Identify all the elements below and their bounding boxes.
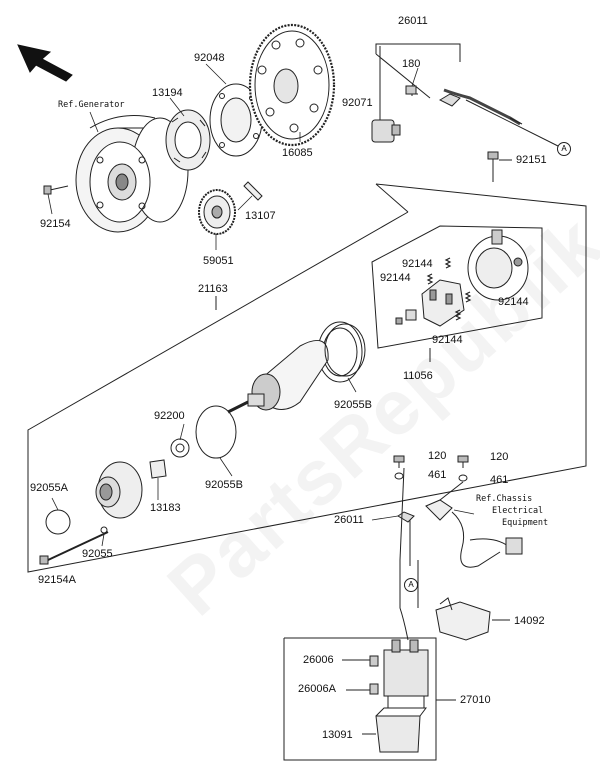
starter-end-cover [467,229,529,301]
ref-generator-note: Ref.Generator [58,100,125,110]
ref-chassis-note-3: Equipment [502,518,549,528]
relay-cable-26011 [397,467,523,641]
part-label-13091: 13091 [322,729,353,741]
starter-motor-box [27,183,587,573]
part-label-461-a: 461 [428,469,447,481]
part-label-26011-top: 26011 [398,15,428,27]
bolt-92154A [39,531,109,565]
part-label-92144-d: 92144 [432,334,463,346]
relay-box [283,637,456,761]
bolt-92154 [43,185,69,195]
brush-holder-box [371,225,543,362]
part-label-11056: 11056 [403,370,433,382]
plate-13183 [149,459,167,479]
part-label-92154A: 92154A [38,574,76,586]
clutch-plate-92048 [209,83,263,157]
part-label-92055A: 92055A [30,482,68,494]
part-label-59051: 59051 [203,255,234,267]
springs-92144 [426,257,472,321]
part-label-92144-c: 92144 [498,296,529,308]
part-label-13183: 13183 [150,502,181,514]
idle-gear-59051 [198,189,236,235]
part-label-26006A: 26006A [298,683,336,695]
part-label-92144-a: 92144 [402,258,433,270]
cable-assembly-26011 [371,43,563,149]
generator-rotor [75,115,189,233]
part-label-92200: 92200 [154,410,185,422]
part-label-27010: 27010 [460,694,491,706]
ref-chassis-note-2: Electrical [492,506,544,516]
o-ring-92055B-top [324,323,366,377]
shaft-13107 [243,181,263,201]
part-label-120-a: 120 [428,450,447,462]
part-label-92151: 92151 [516,154,547,166]
part-label-13194: 13194 [152,87,183,99]
starter-gear-16085 [248,23,336,147]
connector-marker-a-relay: A [404,578,418,592]
fuses-26006 [342,655,379,695]
relay-cover-14092 [435,597,510,641]
part-label-120-b: 120 [490,451,509,463]
part-label-180: 180 [402,58,421,70]
part-label-92154: 92154 [40,218,71,230]
starter-yoke [227,321,363,414]
part-label-26011-mid: 26011 [334,514,364,526]
leader-lines [47,63,475,547]
part-label-92071: 92071 [342,97,373,109]
washer-92200 [170,438,190,458]
part-label-92055B-top: 92055B [334,399,372,411]
part-label-92055B-bottom: 92055B [205,479,243,491]
starter-relay-27010 [383,639,429,708]
part-label-92048: 92048 [194,52,225,64]
ref-chassis-note-1: Ref.Chassis [476,494,533,504]
o-ring-92055B-bottom [195,405,237,459]
bolt-92151 [487,151,512,182]
part-label-92055: 92055 [82,548,113,560]
part-label-21163: 21163 [198,283,228,295]
part-label-92144-b: 92144 [380,272,411,284]
relay-case-13091 [362,707,427,753]
part-label-13107: 13107 [245,210,276,222]
brush-plate [395,279,465,327]
connector-marker-a-top: A [557,142,571,156]
starter-clutch-13194 [165,109,211,171]
part-label-26006: 26006 [303,654,334,666]
part-label-14092: 14092 [514,615,545,627]
part-label-461-b: 461 [490,474,509,486]
starter-front-cover [95,461,143,519]
direction-arrow-icon [17,44,73,82]
part-label-16085: 16085 [282,147,313,159]
o-ring-92055A [45,509,71,535]
relay-bolts [393,455,469,482]
